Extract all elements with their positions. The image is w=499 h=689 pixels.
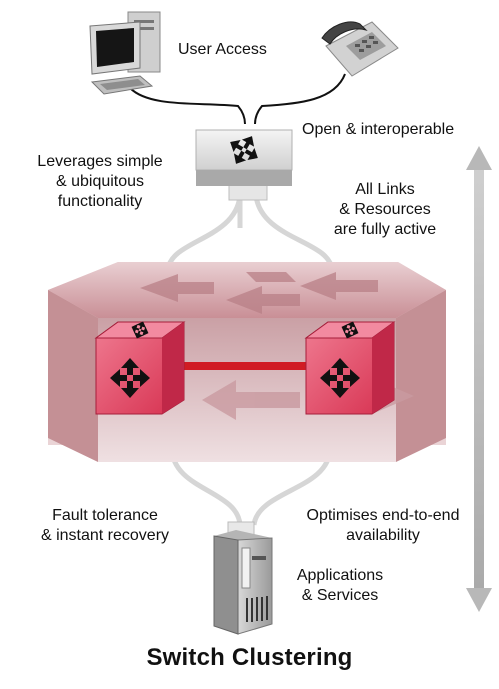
apps-line-2: & Services <box>301 587 379 604</box>
user-device-connectors <box>129 73 346 125</box>
leverages-line-1: Leverages simple <box>37 153 163 170</box>
cluster-switch-left-icon <box>94 321 186 415</box>
edge-switch-icon <box>195 129 293 201</box>
links-line-3: are fully active <box>333 221 437 238</box>
open-interoperable-label: Open & interoperable <box>302 121 455 138</box>
leverages-line-3: functionality <box>57 193 143 210</box>
diagram-title: Switch Clustering <box>146 644 353 671</box>
leverages-line-2: & ubiquitous <box>55 173 145 190</box>
links-line-1: All Links <box>355 181 415 198</box>
apps-line-1: Applications <box>296 567 384 584</box>
server-icon <box>213 521 273 635</box>
applications-services-label: Applications & Services <box>280 566 400 606</box>
fault-tolerance-label: Fault tolerance & instant recovery <box>20 506 190 546</box>
phone-icon <box>321 21 399 77</box>
cluster-uplinks <box>165 195 335 271</box>
optimises-line-2: availability <box>346 527 420 544</box>
vertical-span-arrow <box>466 146 492 612</box>
optimises-line-1: Optimises end-to-end <box>306 507 460 524</box>
optimises-label: Optimises end-to-end availability <box>283 506 483 546</box>
computer-icon <box>89 11 161 95</box>
fault-line-1: Fault tolerance <box>52 507 158 524</box>
user-access-label: User Access <box>178 41 267 58</box>
inter-switch-link <box>178 362 310 370</box>
links-line-2: & Resources <box>339 201 431 218</box>
cluster-switch-right-icon <box>304 321 396 415</box>
leverages-label: Leverages simple & ubiquitous functional… <box>20 152 180 212</box>
links-resources-label: All Links & Resources are fully active <box>300 180 470 240</box>
fault-line-2: & instant recovery <box>40 527 170 544</box>
